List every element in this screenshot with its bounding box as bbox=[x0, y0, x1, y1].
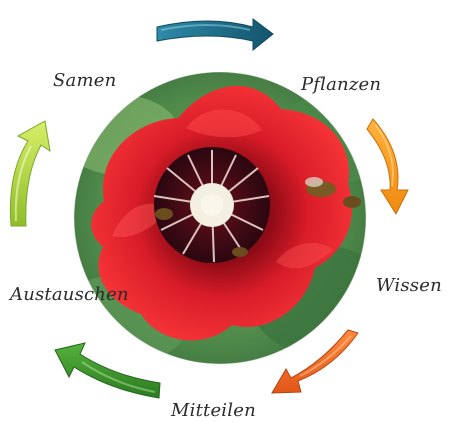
bee bbox=[343, 196, 361, 208]
bee bbox=[155, 208, 173, 220]
label-wissen: Wissen bbox=[376, 277, 442, 295]
label-austauschen: Austauschen bbox=[10, 286, 129, 304]
arrow-samen-to-pflanzen bbox=[157, 19, 273, 50]
bee bbox=[232, 247, 248, 257]
poppy-photo bbox=[50, 72, 390, 365]
label-samen: Samen bbox=[53, 72, 116, 90]
arrow-austauschen-to-samen bbox=[10, 121, 50, 226]
arrow-pflanzen-to-wissen bbox=[367, 119, 408, 214]
label-mitteilen: Mitteilen bbox=[171, 402, 256, 420]
arrow-mitteilen-to-austauschen bbox=[55, 343, 160, 398]
label-pflanzen: Pflanzen bbox=[301, 76, 381, 94]
